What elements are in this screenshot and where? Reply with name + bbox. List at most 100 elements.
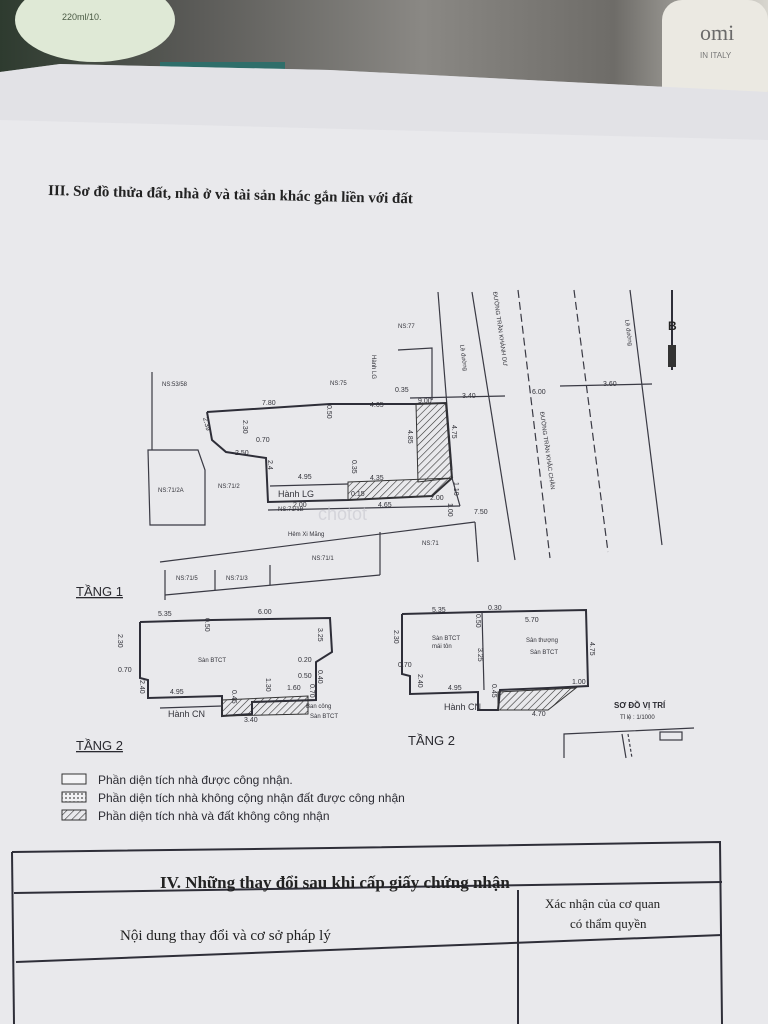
- lot-ns75: NS:75: [330, 381, 347, 387]
- legend: Phần diện tích nhà được công nhận. Phần …: [61, 773, 405, 823]
- location-map-scale: Tỉ lệ : 1/1000: [620, 714, 655, 721]
- floor2-label: TẦNG 2: [408, 733, 455, 748]
- legend-item-3: Phần diện tích nhà và đất không công nhậ…: [98, 809, 330, 823]
- svg-text:4.95: 4.95: [448, 685, 462, 692]
- sidewalk-label-2: Lề đường: [623, 319, 633, 346]
- road-edge-2: [471, 291, 516, 561]
- svg-text:5.35: 5.35: [432, 607, 446, 614]
- bottle-left-label: 220ml/10.: [62, 12, 102, 22]
- road-edge-3: [573, 289, 609, 553]
- watermark: chotot: [318, 504, 367, 524]
- table-col-confirm-header-1: Xác nhận của cơ quan: [545, 896, 661, 911]
- svg-text:0.45: 0.45: [230, 690, 237, 704]
- lot-ns77: NS:77: [398, 324, 415, 330]
- floor2-terrace-sub: Sàn BTCT: [530, 650, 558, 656]
- hanh-lang-label-2: Hành LG: [370, 355, 376, 379]
- svg-text:2.30: 2.30: [241, 420, 248, 434]
- location-map: SƠ ĐỒ VỊ TRÍ Tỉ lệ : 1/1000: [563, 700, 695, 759]
- svg-text:4.35: 4.35: [370, 475, 384, 482]
- floor2-terrace-label: Sân thượng: [526, 638, 558, 644]
- svg-text:3.40: 3.40: [244, 717, 258, 724]
- svg-text:5.70: 5.70: [525, 617, 539, 624]
- svg-text:1.10: 1.10: [452, 482, 459, 496]
- svg-text:4.75: 4.75: [450, 425, 457, 439]
- bottle-left: 220ml/10.: [15, 0, 175, 62]
- north-label: B: [668, 319, 677, 333]
- svg-text:0.20: 0.20: [298, 657, 312, 664]
- legend-item-1: Phần diện tích nhà được công nhận.: [98, 773, 293, 787]
- sidewalk-label-1: Lề đường: [458, 344, 468, 371]
- svg-text:4.95: 4.95: [298, 474, 312, 481]
- svg-text:0.30: 0.30: [488, 605, 502, 612]
- floor1-corridor-label: Hành CN: [168, 709, 205, 719]
- alley-line-1: [159, 521, 476, 563]
- svg-text:1.00: 1.00: [446, 503, 453, 517]
- svg-text:2.4: 2.4: [266, 460, 273, 470]
- svg-text:0.70: 0.70: [118, 667, 132, 674]
- lot-ns71: NS:71: [422, 541, 439, 547]
- svg-text:7.80: 7.80: [262, 400, 276, 407]
- svg-text:2.40: 2.40: [416, 674, 423, 688]
- floor2-plan: 5.35 0.30 5.70 0.50 2.30 0.70 2.40 4.95 …: [392, 605, 595, 748]
- svg-text:3.25: 3.25: [476, 648, 483, 662]
- floor2-hatched: [497, 687, 578, 711]
- svg-text:4.95: 4.95: [170, 689, 184, 696]
- svg-text:0.50: 0.50: [474, 614, 481, 628]
- lot-ns71-2: NS:71/2: [218, 484, 240, 490]
- svg-text:7.50: 7.50: [474, 509, 488, 516]
- legend-item-2: Phần diện tích nhà không cộng nhận đất đ…: [98, 791, 405, 805]
- svg-text:0.45: 0.45: [490, 684, 497, 698]
- location-map-title: SƠ ĐỒ VỊ TRÍ: [614, 700, 666, 710]
- legend-swatch-not-recognized: [61, 809, 87, 821]
- svg-text:3.40: 3.40: [462, 393, 476, 400]
- section-4-title: IV. Những thay đổi sau khi cấp giấy chứn…: [160, 873, 510, 892]
- floor2-roof-label: mái tôn: [432, 644, 452, 650]
- lot-ns71-1: NS:71/1: [312, 556, 334, 562]
- floor1-slab-label: Sàn BTCT: [198, 658, 226, 664]
- svg-text:0.40: 0.40: [316, 670, 323, 684]
- floor2-left-label: TẦNG 2: [76, 738, 123, 753]
- road-edge-4: [629, 289, 663, 546]
- bottle-right: omi IN ITALY: [662, 0, 768, 110]
- svg-text:0.70: 0.70: [398, 662, 412, 669]
- svg-text:1.30: 1.30: [264, 678, 271, 692]
- svg-text:1.60: 1.60: [287, 685, 301, 692]
- svg-text:2.39: 2.39: [201, 417, 211, 432]
- svg-text:1.00: 1.00: [572, 679, 586, 686]
- table-col-confirm-header-2: có thẩm quyền: [570, 916, 647, 931]
- legend-swatch-recognized: [61, 773, 87, 785]
- hatched-area-side: [347, 477, 454, 501]
- floor1-balcony-label: Ban công: [306, 704, 331, 710]
- lot-ns71-3: NS:71/3: [226, 576, 248, 582]
- lot-ns71-2a-outline: [147, 449, 206, 526]
- lot-ns71-5: NS:71/5: [176, 576, 198, 582]
- floor1-plan: TẦNG 1 5.35 6.00 0.50 3.25 2.30 0.70 2.4…: [76, 584, 338, 724]
- svg-text:2.30: 2.30: [392, 630, 399, 644]
- floor1-hatched: [221, 695, 309, 717]
- svg-text:6.00: 6.00: [258, 609, 272, 616]
- svg-text:0.70: 0.70: [308, 684, 315, 698]
- svg-text:2.00: 2.00: [293, 502, 307, 509]
- svg-text:4.75: 4.75: [588, 642, 595, 656]
- svg-text:3.25: 3.25: [316, 628, 323, 642]
- alley-line-2: [164, 574, 381, 596]
- road-center-line: [517, 289, 551, 559]
- svg-text:2.40: 2.40: [138, 680, 145, 694]
- hatched-area-front: [415, 402, 453, 483]
- lot-ns71-1b: NS:71/1B: [278, 507, 304, 513]
- lot-ns71-2a: NS:71/2A: [158, 488, 184, 494]
- table-col-content-header: Nội dung thay đổi và cơ sở pháp lý: [120, 928, 331, 944]
- floor1-label: TẦNG 1: [76, 584, 123, 599]
- svg-text:0.35: 0.35: [395, 387, 409, 394]
- svg-text:2.30: 2.30: [116, 634, 123, 648]
- svg-text:6.00: 6.00: [532, 389, 546, 396]
- svg-text:3.60: 3.60: [603, 381, 617, 388]
- svg-text:2.00: 2.00: [430, 495, 444, 502]
- svg-text:0.70: 0.70: [256, 437, 270, 444]
- svg-text:5.35: 5.35: [158, 611, 172, 618]
- floor2-corridor-label: Hành CN: [444, 702, 481, 712]
- svg-text:4.70: 4.70: [532, 711, 546, 718]
- svg-text:2.50: 2.50: [235, 450, 249, 457]
- legend-swatch-partial: [61, 791, 87, 803]
- hanh-lang-label: Hành LG: [278, 489, 314, 499]
